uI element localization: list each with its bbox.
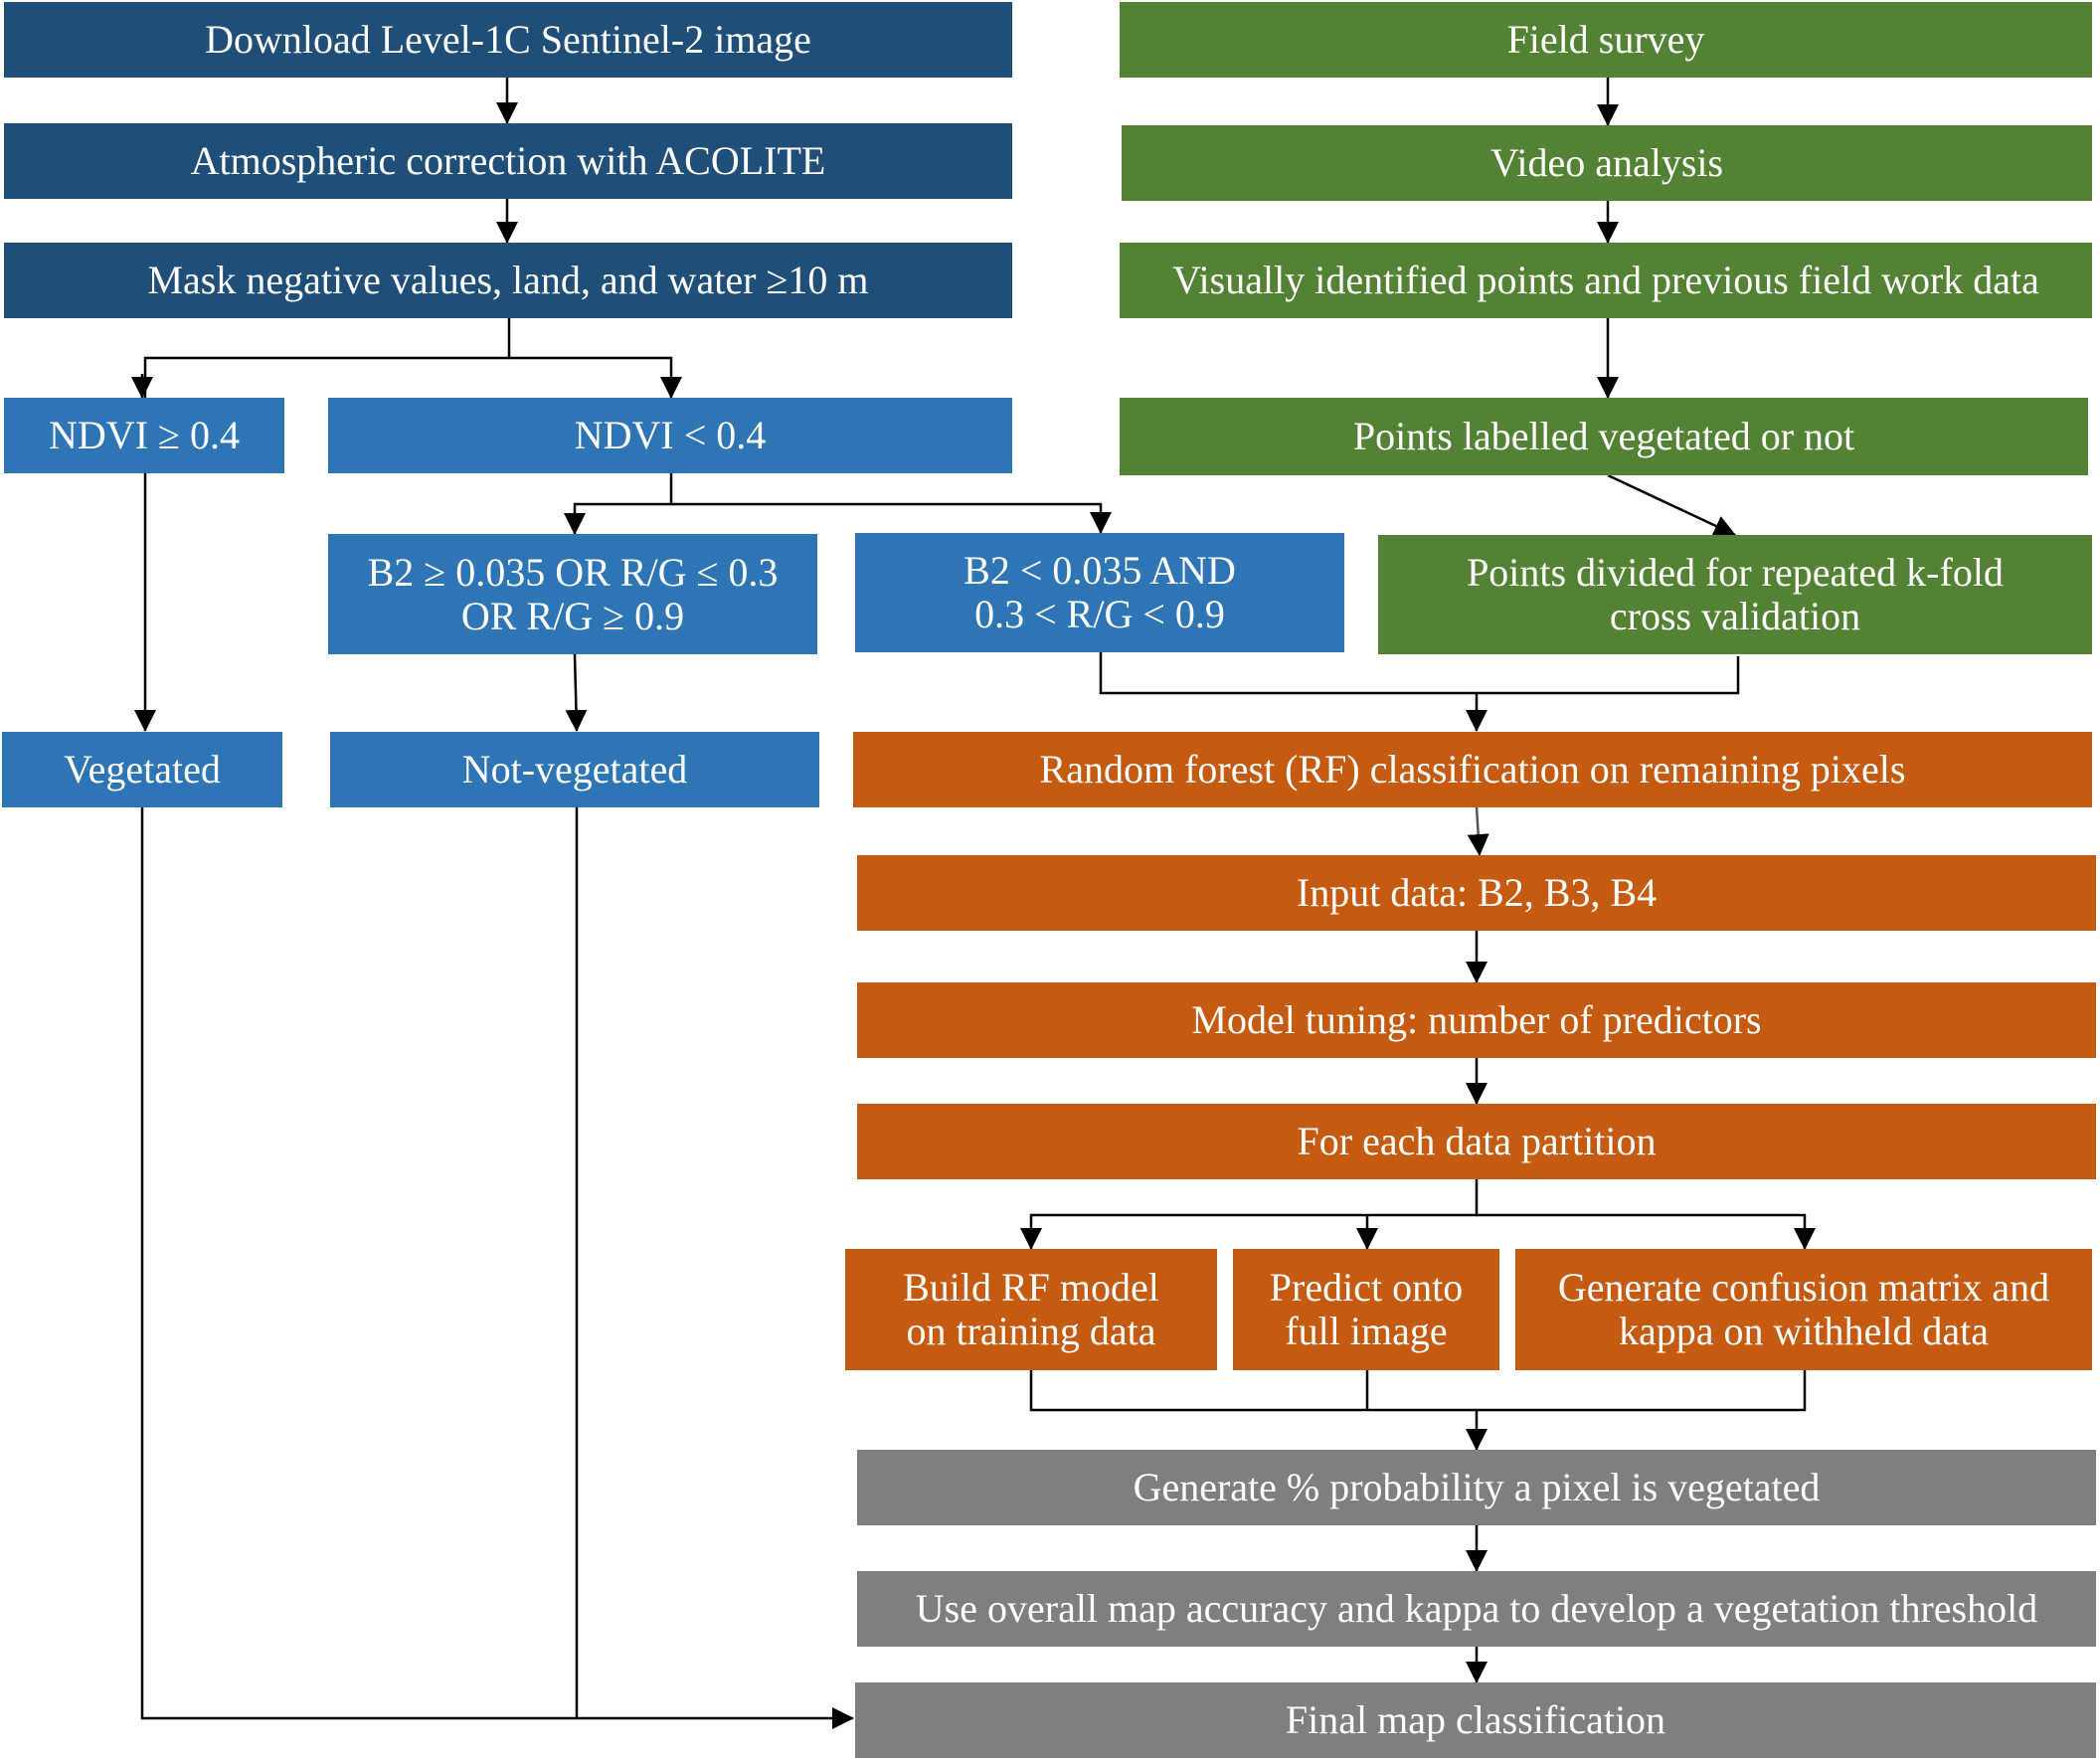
arrow-mask-split [143,318,511,398]
ndvi-high-step: NDVI ≥ 0.4 [4,398,284,473]
points-divided-step: Points divided for repeated k-fold cross… [1378,535,2092,654]
model-tuning-step: Model tuning: number of predictors [857,982,2096,1058]
final-map-step: Final map classification [855,1682,2096,1758]
visual-points-step: Visually identified points and previous … [1120,243,2092,318]
arrow-partition-split [1020,1179,1479,1250]
final-map-label: Final map classification [1285,1697,1666,1742]
field-survey-label: Field survey [1506,17,1705,62]
vegetated-label: Vegetated [64,747,221,792]
atmospheric-correction-label: Atmospheric correction with ACOLITE [190,138,826,183]
atmospheric-correction-step: Atmospheric correction with ACOLITE [4,123,1012,199]
confusion-label-line1: Generate confusion matrix and [1557,1265,2050,1310]
b2-high-label-line2: OR R/G ≥ 0.9 [460,593,685,638]
predict-step: Predict onto full image [1233,1249,1499,1370]
mask-label: Mask negative values, land, and water ≥1… [147,258,869,302]
ndvi-low-step: NDVI < 0.4 [328,398,1012,473]
b2-low-label-line1: B2 < 0.035 AND [963,548,1236,593]
confusion-label-line2: kappa on withheld data [1618,1309,1990,1353]
arrow-merge-to-probability [1029,1370,1807,1412]
arrow-rf-to-input [1467,806,1489,856]
visual-points-label: Visually identified points and previous … [1172,258,2039,302]
field-survey-step: Field survey [1120,2,2092,78]
probability-step: Generate % probability a pixel is vegeta… [857,1450,2096,1525]
probability-label: Generate % probability a pixel is vegeta… [1133,1465,1821,1509]
ndvi-high-label: NDVI ≥ 0.4 [49,413,240,457]
rf-classification-label: Random forest (RF) classification on rem… [1039,747,1906,792]
not-vegetated-label: Not-vegetated [461,747,688,792]
vegetated-result: Vegetated [2,732,282,807]
arrow-vegetated-to-final [140,807,854,1729]
arrow-b2-low-and-points-to-rf [1099,652,1740,695]
mask-step: Mask negative values, land, and water ≥1… [4,243,1012,318]
b2-high-step: B2 ≥ 0.035 OR R/G ≤ 0.3 OR R/G ≥ 0.9 [328,534,817,654]
points-labelled-step: Points labelled vegetated or not [1120,398,2088,475]
b2-low-label-line2: 0.3 < R/G < 0.9 [974,592,1225,636]
video-analysis-step: Video analysis [1122,125,2092,201]
video-analysis-label: Video analysis [1489,140,1724,185]
b2-high-label-line1: B2 ≥ 0.035 OR R/G ≤ 0.3 [367,549,779,595]
data-partition-step: For each data partition [857,1104,2096,1179]
not-vegetated-result: Not-vegetated [330,732,819,807]
rf-classification-step: Random forest (RF) classification on rem… [853,732,2092,807]
points-divided-label-line2: cross validation [1609,594,1861,638]
download-step: Download Level-1C Sentinel-2 image [4,2,1012,78]
points-divided-label-line1: Points divided for repeated k-fold [1467,550,2004,595]
accuracy-threshold-step: Use overall map accuracy and kappa to de… [857,1571,2096,1647]
download-step-label: Download Level-1C Sentinel-2 image [205,17,811,62]
build-rf-label-line1: Build RF model [903,1265,1159,1310]
build-rf-model-step: Build RF model on training data [845,1249,1217,1370]
points-labelled-label: Points labelled vegetated or not [1352,414,1855,458]
input-data-step: Input data: B2, B3, B4 [857,855,2096,931]
input-data-label: Input data: B2, B3, B4 [1296,870,1658,915]
arrow-b2-high-to-not-vegetated [565,653,588,732]
confusion-matrix-step: Generate confusion matrix and kappa on w… [1515,1249,2092,1370]
predict-label-line2: full image [1285,1309,1448,1353]
arrow-ndvi-low-split [564,473,673,535]
arrow-labelled-to-divided [1607,473,1736,537]
ndvi-low-label: NDVI < 0.4 [574,413,767,457]
build-rf-label-line2: on training data [906,1309,1156,1353]
predict-label-line1: Predict onto [1269,1265,1464,1310]
model-tuning-label: Model tuning: number of predictors [1191,997,1762,1042]
data-partition-label: For each data partition [1297,1119,1657,1163]
b2-low-step: B2 < 0.035 AND 0.3 < R/G < 0.9 [855,533,1344,652]
accuracy-threshold-label: Use overall map accuracy and kappa to de… [915,1586,2038,1631]
